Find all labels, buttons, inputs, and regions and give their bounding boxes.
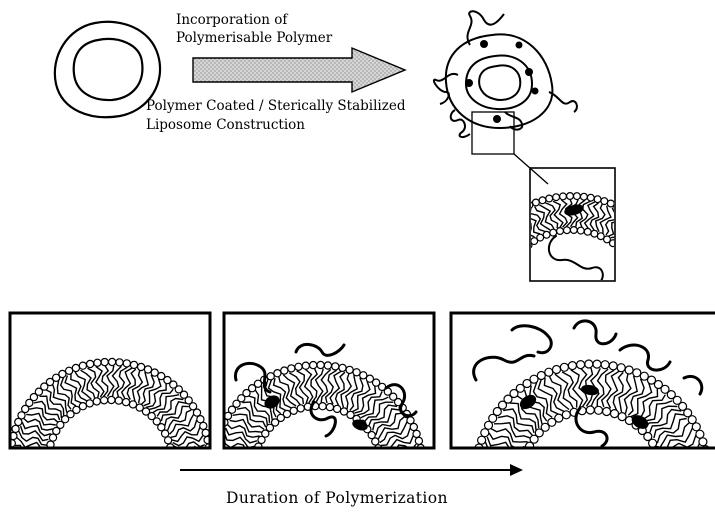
plain-liposome <box>55 22 160 117</box>
polymer-chain <box>296 344 344 355</box>
lipid-tails <box>14 366 207 466</box>
coated-liposome <box>434 11 577 137</box>
panel-early-bilayer <box>7 358 214 465</box>
duration-axis-label: Duration of Polymerization <box>226 487 448 509</box>
process-label-line1: Polymer Coated / Sterically Stabilized <box>146 97 406 115</box>
incorporation-arrow <box>193 48 405 92</box>
panel-mid-bilayer <box>210 344 427 473</box>
lipid-heads <box>7 358 214 465</box>
polymer-anchor <box>580 384 599 397</box>
zoom-connector-line <box>514 154 548 184</box>
polymer-chain <box>512 326 551 353</box>
panel-early-frame <box>10 313 210 448</box>
polymer-chain <box>549 236 603 282</box>
liposome-outer-membrane <box>55 22 160 117</box>
panel-late-bilayer <box>470 321 714 486</box>
coated-liposome-inner-membrane <box>466 56 532 110</box>
zoom-selection-box <box>472 112 514 154</box>
duration-arrow <box>180 464 523 476</box>
polymer-chain <box>574 321 616 344</box>
liposome-inner-membrane <box>74 39 143 100</box>
process-label-line2: Liposome Construction <box>146 116 305 134</box>
arrow-label-line1: Incorporation of <box>176 11 287 29</box>
arrow-label-line2: Polymerisable Polymer <box>176 29 332 47</box>
polymer-chain <box>549 92 577 112</box>
polymer-chain <box>474 355 534 380</box>
inner-core <box>479 65 520 100</box>
polymer-anchor <box>262 393 282 411</box>
polymer-chain <box>684 376 702 394</box>
coated-liposome-outer-membrane <box>446 34 553 128</box>
inset-bilayer-detail <box>469 193 677 287</box>
embedded-polymer-dots <box>465 40 539 123</box>
